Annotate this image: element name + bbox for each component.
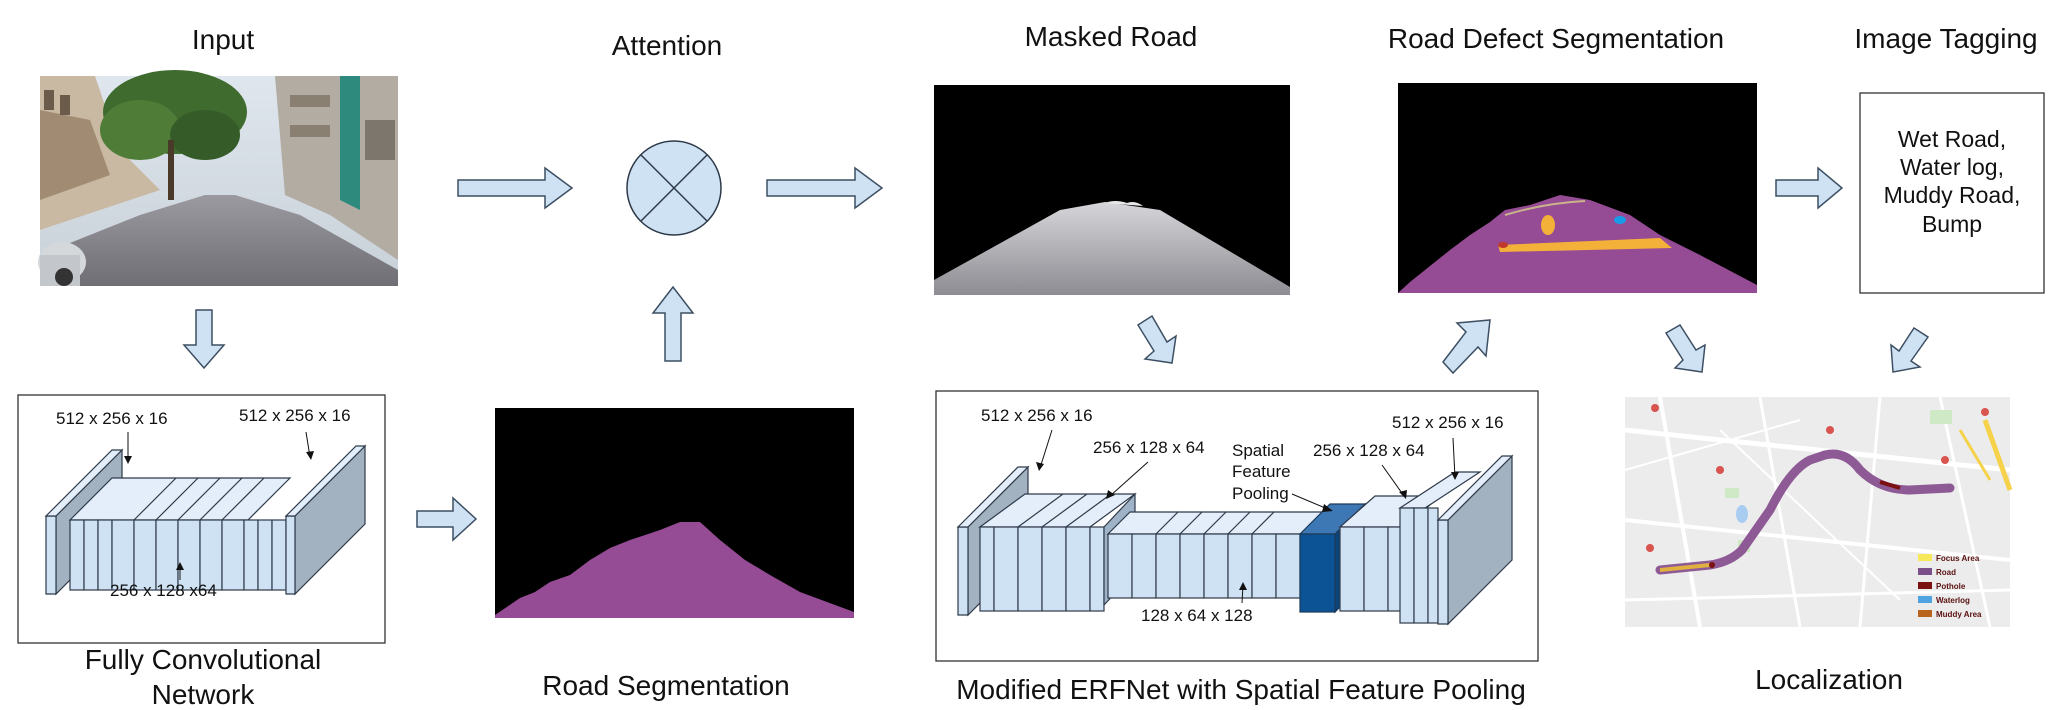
erfnet-dim-5: 128 x 64 x 128 [1141,606,1253,625]
arrow-right-icon [1775,166,1844,210]
attention-multiply-node [626,140,722,236]
masked-road-image [934,85,1290,295]
road-segmentation-image [495,408,854,618]
fcn-title-line1: Fully Convolutional [85,644,322,675]
spatial-feature-pooling-label-1: Spatial [1232,441,1284,460]
legend-label: Muddy Area [1936,610,1982,619]
attention-title: Attention [612,30,723,61]
spatial-feature-pooling-label-3: Pooling [1232,484,1289,503]
localization-map: Focus Area Road Pothole Waterlog Muddy A… [1624,396,2013,628]
input-title: Input [192,24,254,55]
input-street-photo [38,70,398,286]
image-tagging-title: Image Tagging [1854,23,2037,54]
legend-label: Focus Area [1936,554,1980,563]
road-defect-segmentation-title: Road Defect Segmentation [1388,23,1724,54]
erfnet-dim-2: 256 x 128 x 64 [1093,438,1205,457]
arrow-up-icon [651,285,695,362]
localization-title: Localization [1755,664,1903,695]
arrow-diagonal-down-icon [1136,314,1177,364]
fcn-dim-bottom: 256 x 128 x64 [110,581,217,600]
fcn-dim-left: 512 x 256 x 16 [56,409,168,428]
map-legend: Focus Area Road Pothole Waterlog Muddy A… [1918,554,1982,619]
erfnet-diagram-box: 512 x 256 x 16 256 x 128 x 64 Spatial Fe… [935,390,1539,662]
fcn-dim-right: 512 x 256 x 16 [239,406,351,425]
erfnet-dim-3: 256 x 128 x 64 [1313,441,1425,460]
tag-line-4: Bump [1922,211,1982,237]
arrow-right-icon [416,496,478,542]
road-segmentation-title: Road Segmentation [542,670,790,701]
road-defect-segmentation-image [1398,83,1757,293]
tag-line-2: Water log, [1900,154,2004,180]
erfnet-dim-1: 512 x 256 x 16 [981,406,1093,425]
arrow-diagonal-down-icon [1664,323,1706,373]
image-tagging-box: Wet Road, Water log, Muddy Road, Bump [1859,92,2045,294]
arrow-right-icon [457,166,574,210]
erfnet-encoder-layers [978,492,1332,612]
arrow-diagonal-down-icon [1890,326,1930,373]
erfnet-dim-4: 512 x 256 x 16 [1392,413,1504,432]
legend-label: Road [1936,568,1956,577]
legend-label: Pothole [1936,582,1966,591]
fcn-middle-layers [68,477,292,591]
erfnet-decoder-layers [1338,454,1514,626]
fcn-diagram-box: 512 x 256 x 16 512 x 256 x 16 256 x 128 … [17,394,386,644]
fcn-title-line2: Network [152,679,256,710]
tag-line-3: Muddy Road, [1884,182,2021,208]
tag-line-1: Wet Road, [1898,126,2006,152]
erfnet-title: Modified ERFNet with Spatial Feature Poo… [956,674,1526,705]
legend-label: Waterlog [1936,596,1970,605]
spatial-feature-pooling-label-2: Feature [1232,462,1291,481]
arrow-down-icon [182,309,226,370]
arrow-diagonal-up-icon [1442,319,1491,375]
masked-road-title: Masked Road [1025,21,1198,52]
arrow-right-icon [766,166,884,210]
